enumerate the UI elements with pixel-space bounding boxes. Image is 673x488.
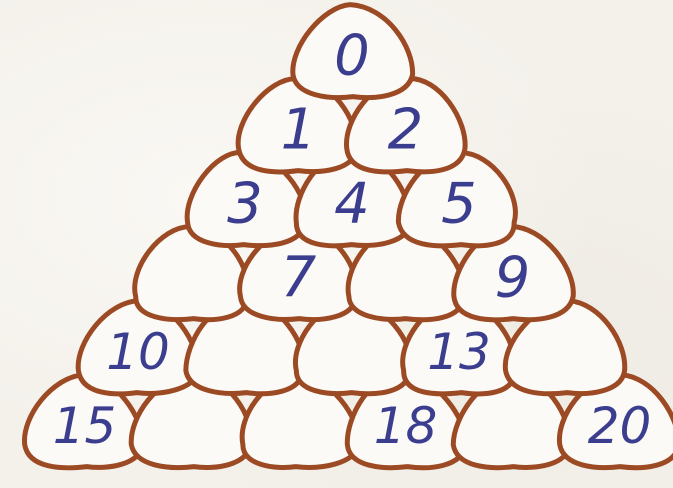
stone-number: 5 (441, 172, 477, 237)
stone-number: 2 (388, 98, 424, 163)
stone-r1-1: 0 (293, 5, 413, 98)
stone-number: 15 (53, 397, 117, 455)
stone-number: 18 (374, 397, 438, 455)
stone-number: 3 (227, 172, 263, 237)
stone-number: 7 (281, 246, 317, 311)
stone-number: 1 (281, 98, 317, 163)
stone-number: 0 (334, 24, 370, 89)
stone-number: 13 (427, 323, 491, 381)
stone-number: 9 (495, 246, 531, 311)
stone-number: 10 (106, 323, 170, 381)
stone-number: 4 (334, 172, 370, 237)
stone-number: 20 (588, 397, 652, 455)
